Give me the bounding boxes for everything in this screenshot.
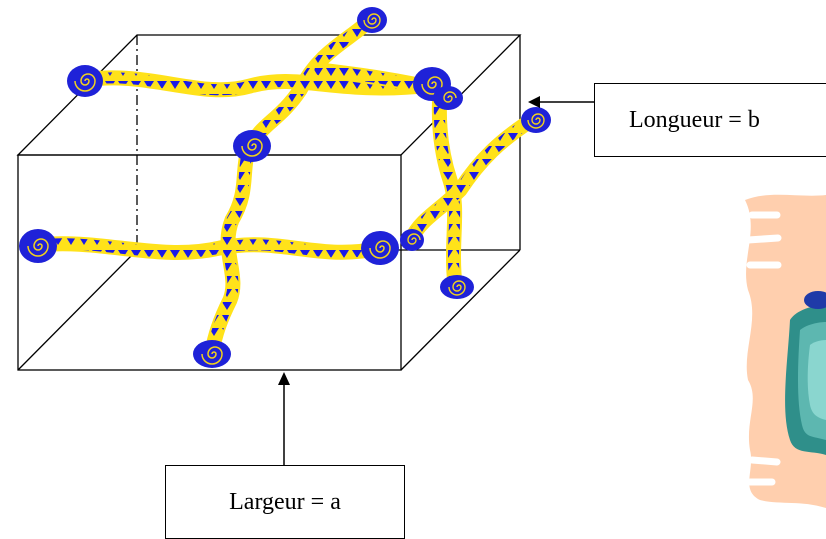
spiral-end-icon — [19, 229, 57, 263]
polymer-chains — [30, 12, 543, 360]
largeur-label: Largeur = a — [229, 488, 341, 515]
spiral-end-icon — [193, 340, 231, 368]
arrow-up-icon — [278, 372, 290, 465]
cube-bottom-right-edge — [400, 249, 521, 371]
largeur-label-box: Largeur = a — [165, 465, 405, 539]
chain-front-vertical — [204, 137, 258, 360]
spiral-end-icon — [67, 65, 103, 97]
decorative-clipart — [744, 194, 826, 508]
spiral-end-icon — [233, 130, 271, 162]
chain-right-diagonal — [404, 110, 543, 246]
spiral-end-icon — [361, 231, 399, 265]
spiral-end-icon — [521, 107, 551, 133]
chain-ends — [19, 7, 551, 368]
spiral-end-icon — [433, 86, 463, 110]
spiral-end-icon — [440, 275, 474, 299]
spiral-end-icon — [400, 229, 424, 251]
arrow-left-icon — [528, 96, 594, 108]
longueur-label-box: Longueur = b — [594, 83, 826, 157]
spiral-end-icon — [357, 7, 387, 33]
longueur-label: Longueur = b — [629, 106, 760, 133]
chain-right-vertical — [431, 82, 463, 293]
chain-top-diagonal — [244, 12, 378, 153]
chain-front-horizontal — [30, 236, 388, 260]
cube-bottom-left-edge — [17, 249, 138, 371]
chain-top-horizontal — [77, 70, 438, 98]
